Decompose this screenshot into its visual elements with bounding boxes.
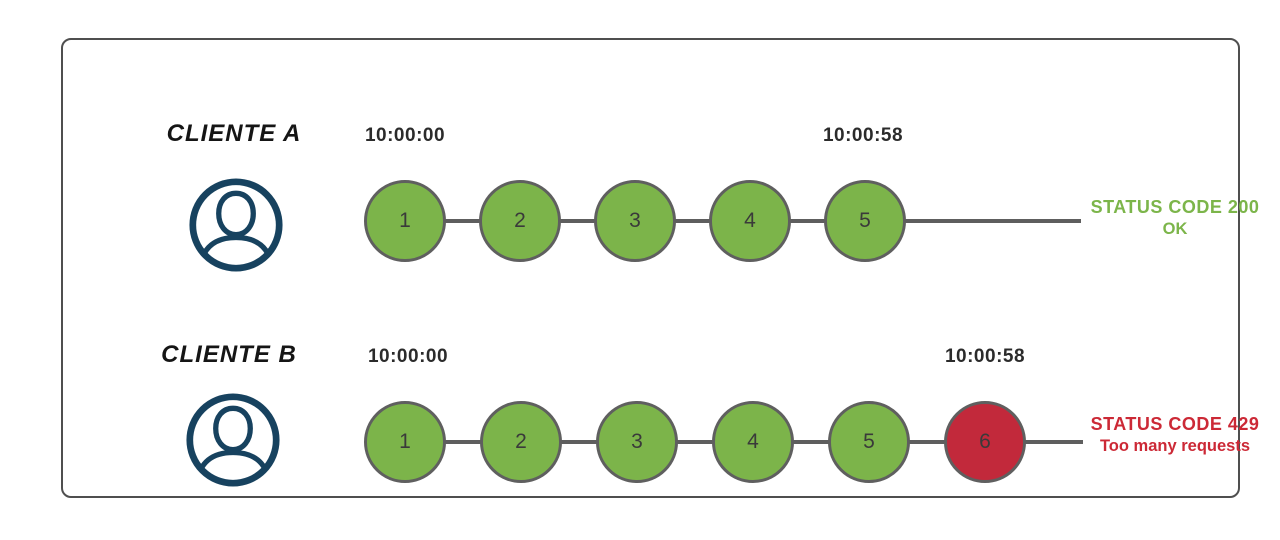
request-number: 3 <box>631 430 643 453</box>
request-number: 2 <box>514 209 526 232</box>
request-number: 5 <box>859 209 871 232</box>
request-circle: 4 <box>709 180 791 262</box>
request-number: 4 <box>744 209 756 232</box>
request-circle: 3 <box>594 180 676 262</box>
status-block: STATUS CODE 429 Too many requests <box>1075 413 1275 457</box>
request-circle: 1 <box>364 180 446 262</box>
request-number: 5 <box>863 430 875 453</box>
request-number: 3 <box>629 209 641 232</box>
status-code-text: STATUS CODE 200 <box>1090 197 1260 217</box>
timestamp-start: 10:00:00 <box>364 125 446 146</box>
request-circle: 2 <box>479 180 561 262</box>
request-circle: 4 <box>712 401 794 483</box>
user-avatar-icon <box>186 393 280 487</box>
user-avatar-icon <box>189 178 283 272</box>
request-circle: 1 <box>364 401 446 483</box>
request-circle: 5 <box>828 401 910 483</box>
request-number: 6 <box>979 430 991 453</box>
diagram-border-box: CLIENTE A 10:00:00 10:00:58 1 2 3 4 5 <box>61 38 1259 498</box>
request-circle: 2 <box>480 401 562 483</box>
request-circle-rate-limited: 6 <box>944 401 1026 483</box>
timestamp-start: 10:00:00 <box>367 346 449 367</box>
request-number: 2 <box>515 430 527 453</box>
status-code-text: STATUS CODE 429 <box>1090 414 1260 434</box>
status-block: STATUS CODE 200 OK <box>1075 196 1275 240</box>
status-message-text: Too many requests <box>1099 437 1251 455</box>
request-circle: 3 <box>596 401 678 483</box>
timestamp-end: 10:00:58 <box>822 125 904 146</box>
request-circle: 5 <box>824 180 906 262</box>
client-b-label: CLIENTE B <box>161 341 297 368</box>
client-a-label: CLIENTE A <box>166 120 302 147</box>
status-message-text: OK <box>1162 220 1188 238</box>
request-number: 4 <box>747 430 759 453</box>
request-number: 1 <box>399 209 411 232</box>
timestamp-end: 10:00:58 <box>944 346 1026 367</box>
request-number: 1 <box>399 430 411 453</box>
